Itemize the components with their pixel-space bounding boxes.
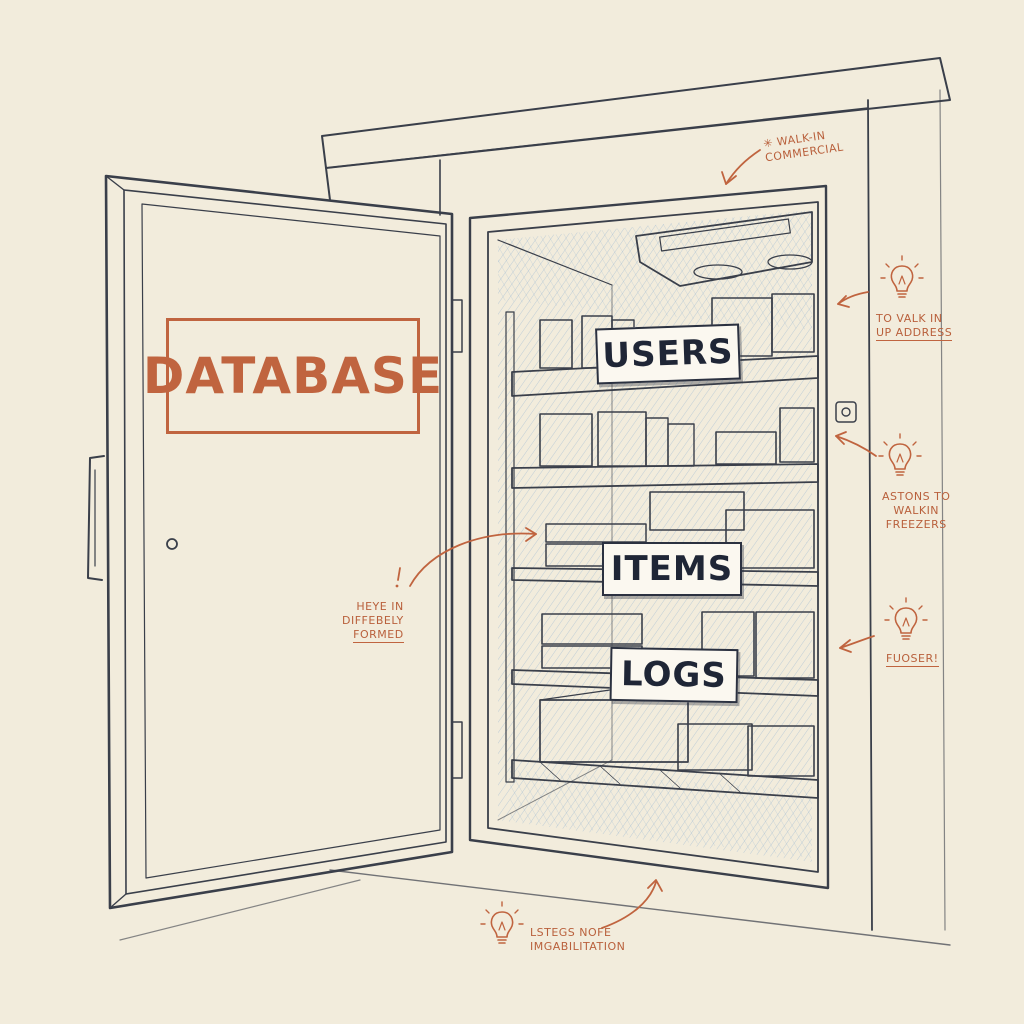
lightbulb-icon (878, 433, 922, 476)
shelf-label-users: USERS (595, 323, 741, 385)
door-handle[interactable] (87, 455, 105, 581)
shelf-label-items: ITEMS (602, 542, 742, 596)
annotation-right-1: TO VALK IN UP ADDRESS (876, 312, 953, 341)
lightbulb-icon (884, 597, 928, 640)
annotation-bottom: LSTEGS NOFE IMGABILITATION (530, 926, 626, 953)
annotation-left: HEYE IN DIFFEBELY FORMED (342, 600, 404, 643)
annotation-right-3: FUOSER! (886, 652, 939, 667)
shelf-label-logs: LOGS (609, 646, 739, 704)
freezer-body (468, 184, 857, 890)
annotation-right-2: ASTONS TO WALKIN FREEZERS (882, 490, 951, 531)
annotation-arrows (395, 149, 877, 929)
freezer-door[interactable] (104, 174, 454, 910)
door-lock (166, 538, 178, 550)
lightbulb-icon (480, 901, 524, 944)
database-door-sign: DATABASE (143, 318, 442, 434)
lightbulb-icon (880, 255, 924, 298)
storage-containers (539, 293, 815, 777)
door-hinges (451, 299, 463, 779)
